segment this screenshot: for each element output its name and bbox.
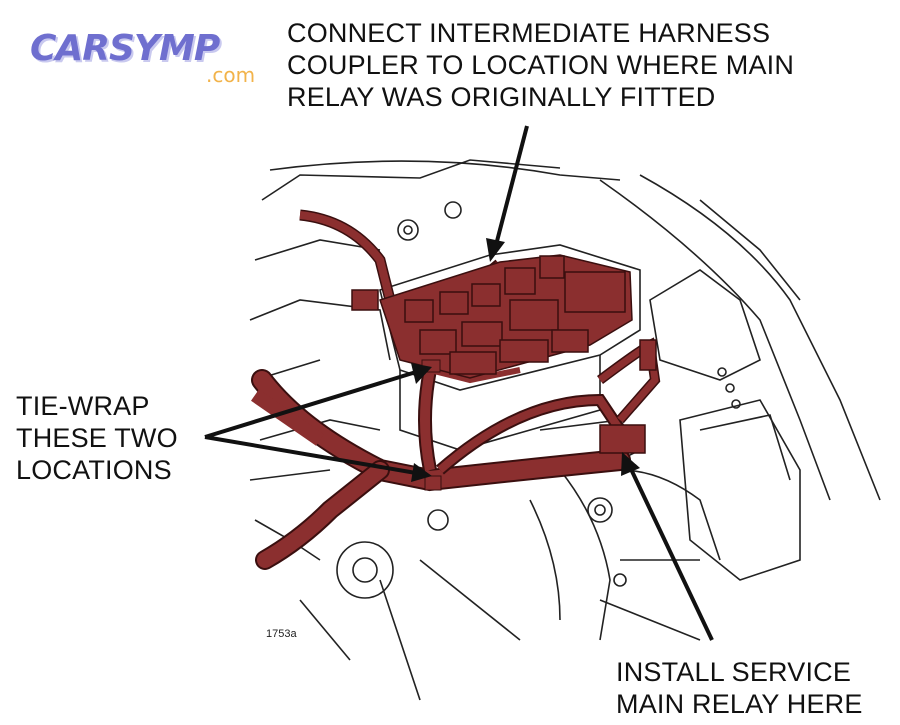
callout-line: COUPLER TO LOCATION WHERE MAIN — [287, 50, 795, 80]
carsymp-logo: CARSYMP .com — [30, 28, 280, 88]
callout-tie-wrap: TIE-WRAP THESE TWO LOCATIONS — [16, 390, 178, 486]
callout-line: THESE TWO — [16, 423, 178, 453]
arrow-head-tie-upper — [411, 363, 432, 384]
callout-connect-coupler: CONNECT INTERMEDIATE HARNESS COUPLER TO … — [287, 17, 794, 113]
arrow-head-relay — [621, 452, 640, 476]
callout-line: MAIN RELAY HERE — [616, 689, 863, 719]
figure-id: 1753a — [266, 628, 297, 640]
line-art — [249, 159, 881, 701]
callout-line: LOCATIONS — [16, 455, 172, 485]
callout-line: RELAY WAS ORIGINALLY FITTED — [287, 82, 716, 112]
arrow-head-tie-lower — [411, 463, 432, 482]
callout-line: TIE-WRAP — [16, 391, 150, 421]
callout-arrows — [204, 125, 714, 641]
fuse-relay-box — [351, 254, 657, 454]
tie-wrap-clips — [421, 359, 442, 491]
arrow-heads — [411, 238, 640, 482]
logo-wordmark: CARSYMP — [30, 28, 220, 69]
callout-line: CONNECT INTERMEDIATE HARNESS — [287, 18, 771, 48]
arrow-head-top — [486, 238, 505, 262]
logo-domain: .com — [206, 63, 256, 87]
callout-line: INSTALL SERVICE — [616, 657, 852, 687]
callout-install-relay: INSTALL SERVICE MAIN RELAY HERE — [616, 656, 863, 720]
